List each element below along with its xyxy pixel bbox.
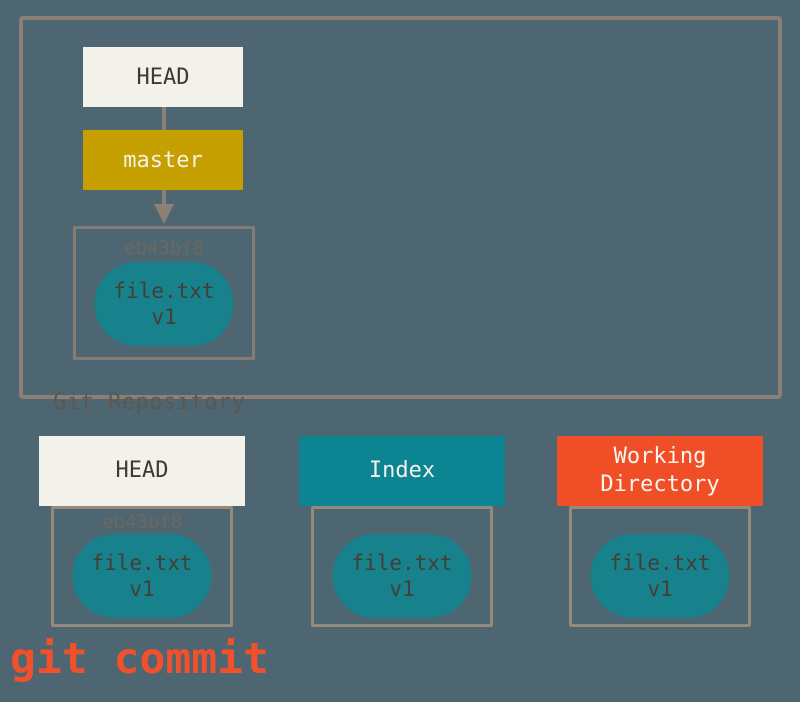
blob-filename: file.txt [91,551,193,575]
commit-box: eb43bf8 file.txt v1 [73,226,255,360]
head-area-container: eb43bf8 file.txt v1 [51,506,233,627]
index-area-header: Index [299,436,505,506]
commit-hash-label: eb43bf8 [123,237,205,259]
head-ref-label: HEAD [136,64,190,90]
blob-filename: file.txt [609,551,711,575]
blob-version: v1 [151,305,177,329]
git-command-label: git commit [10,634,269,684]
index-area-container: file.txt v1 [311,506,493,627]
blob-filename: file.txt [351,551,453,575]
arrow-down-icon [154,204,174,224]
blob-filename: file.txt [113,279,215,303]
head-area-hash-label: eb43bf8 [101,511,183,533]
index-area-file-blob: file.txt v1 [332,534,472,618]
index-area-title: Index [368,458,436,483]
working-directory-area-header: Working Directory [557,436,763,506]
area-index: Index file.txt v1 [299,436,505,628]
blob-version: v1 [389,577,415,601]
master-branch-box: master [83,130,243,190]
area-head: HEAD eb43bf8 file.txt v1 [39,436,245,628]
head-area-header: HEAD [39,436,245,506]
working-directory-area-container: file.txt v1 [569,506,751,627]
master-branch-label: master [123,147,203,173]
working-directory-area-title: Working Directory [600,444,720,497]
git-repository-box: HEAD master eb43bf8 file.txt v1 Git Repo… [19,16,782,415]
commit-file-blob: file.txt v1 [94,262,234,346]
blob-version: v1 [647,577,673,601]
master-to-commit-connector [162,190,166,207]
head-area-title: HEAD [115,458,169,483]
blob-version: v1 [129,577,155,601]
area-working-directory: Working Directory file.txt v1 [557,436,763,628]
head-area-file-blob: file.txt v1 [72,534,212,618]
working-directory-area-file-blob: file.txt v1 [590,534,730,618]
git-repository-label: Git Repository [53,390,246,415]
head-to-master-connector [162,107,166,130]
head-ref-box: HEAD [83,47,243,107]
